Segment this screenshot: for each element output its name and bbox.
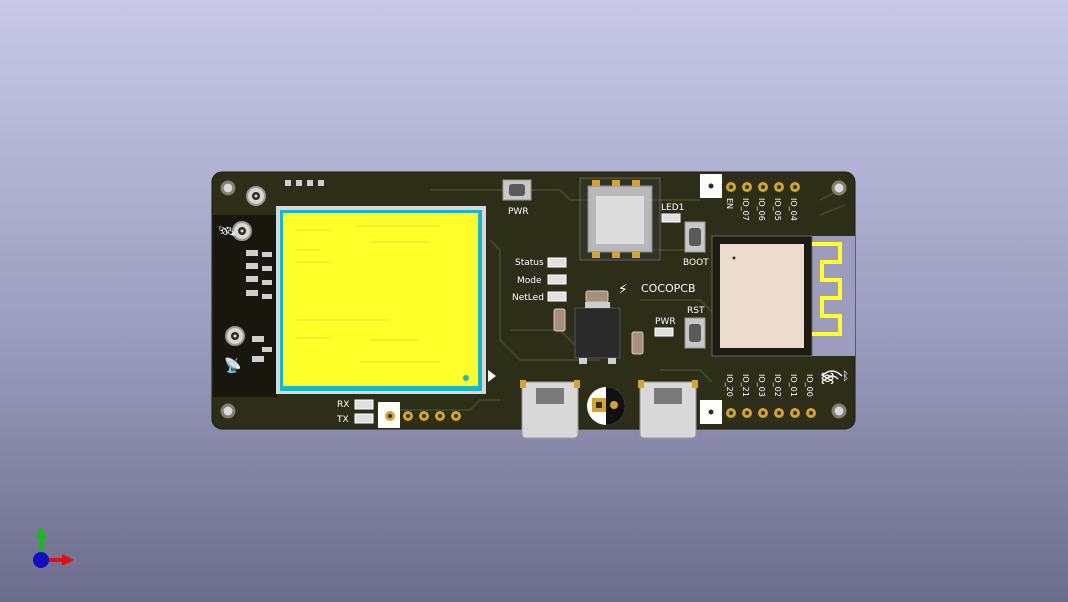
status-label: Status: [515, 258, 544, 268]
uart-header: [378, 402, 461, 428]
bottom-pin-labels: IO_20 IO_21 IO_03 IO_02 IO_01 IO_00: [725, 374, 814, 397]
pwr-led: [654, 327, 674, 337]
pwr-button-label: PWR: [508, 207, 529, 217]
mode-label: Mode: [517, 276, 542, 286]
bottom-pin-label: IO_00: [805, 374, 814, 397]
bottom-pin-header: [700, 400, 816, 424]
power-button[interactable]: [502, 179, 532, 201]
top-pin-labels: EN IO_07 IO_06 IO_05 IO_04: [725, 198, 798, 221]
led1: [661, 213, 681, 223]
boot-label: BOOT: [683, 258, 709, 268]
brand-logo-icon: ⚡: [618, 282, 628, 298]
bluetooth-icon: ᛒ: [842, 369, 849, 383]
tx-label: TX: [336, 415, 349, 425]
xyz-axes-icon: [33, 527, 74, 568]
top-pin-label: IO_06: [757, 198, 766, 221]
antenna-connectors: 🛰 📡: [218, 186, 266, 374]
voltage-regulator: [574, 302, 621, 364]
reset-button[interactable]: [684, 317, 706, 349]
top-pin-label: EN: [725, 198, 734, 209]
top-pin-label: IO_05: [773, 198, 782, 221]
bottom-pin-label: IO_02: [773, 374, 782, 397]
top-pin-label: IO_04: [789, 198, 798, 221]
sim-card-slot: [579, 177, 661, 261]
satellite-icon: 🛰: [218, 224, 236, 240]
led1-label: LED1: [661, 203, 684, 213]
bottom-pin-label: IO_03: [757, 374, 766, 397]
cell-tower-icon: 📡: [224, 356, 242, 374]
bottom-pin-label: IO_21: [741, 374, 750, 397]
brand-label: COCOPCB: [641, 282, 696, 295]
tx-led: [354, 413, 374, 424]
rx-label: RX: [337, 400, 349, 410]
pwr-led-label: PWR: [655, 317, 676, 327]
top-pin-label: IO_07: [741, 198, 750, 221]
netled-label: NetLed: [512, 293, 544, 303]
bottom-pin-label: IO_01: [789, 374, 798, 397]
cellular-module: [276, 206, 496, 394]
bottom-pin-label: IO_20: [725, 374, 734, 397]
status-leds: [547, 257, 567, 302]
boot-button[interactable]: [684, 221, 706, 253]
smd-components-left: [246, 180, 324, 362]
usb-c-connector-left: [520, 380, 580, 439]
top-pin-header: [700, 174, 800, 198]
esp-module: [711, 235, 842, 357]
capacitors: [553, 290, 644, 355]
usb-c-connector-right: [638, 380, 698, 439]
rx-led: [354, 399, 374, 410]
battery-connector: [587, 387, 625, 425]
rst-label: RST: [687, 306, 705, 316]
wifi-icon-shape: [821, 370, 843, 380]
